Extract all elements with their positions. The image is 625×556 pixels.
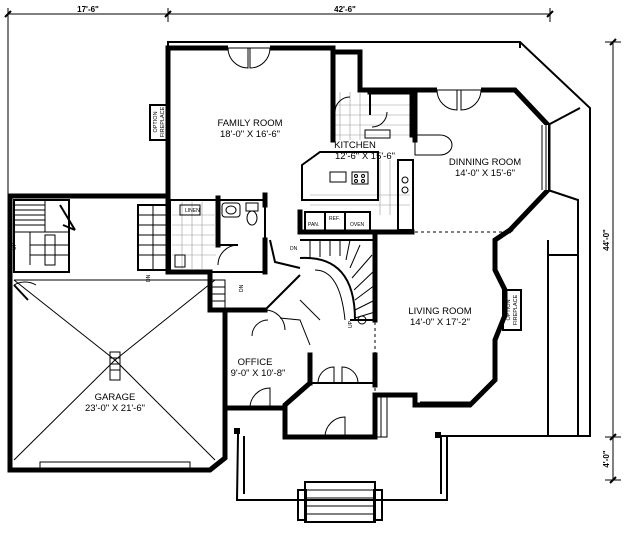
dimension-porch-depth: 4'-0" bbox=[602, 450, 611, 467]
family-room: OPTION FIREPLACE FAMILY ROOM 18'-0" X 16… bbox=[149, 44, 283, 141]
living-fireplace-option-2: FIREPLACE bbox=[513, 294, 519, 325]
kitchen: PAN. REF. OVEN KITCHEN 12'-6" X 15'-6" bbox=[297, 89, 453, 235]
basement-stair: DN bbox=[137, 204, 226, 309]
living-room: OPTION FIREPLACE LIVING ROOM 14'-0" X 17… bbox=[372, 229, 522, 403]
top-dimension: 17'-6" 42'-6" bbox=[4, 5, 554, 22]
linen-label: LINEN bbox=[185, 208, 200, 214]
sink-icon bbox=[221, 202, 241, 218]
dimension-depth: 44'-0" bbox=[602, 229, 611, 251]
garage-stair: UP bbox=[12, 199, 76, 273]
kitchen-island bbox=[301, 151, 379, 201]
office-size: 9'-0" X 10'-8" bbox=[231, 368, 286, 379]
family-room-label: FAMILY ROOM bbox=[217, 118, 282, 129]
office: OFFICE 9'-0" X 10'-8" bbox=[231, 319, 286, 409]
toilet-tank-icon bbox=[245, 202, 259, 212]
dining-room-label: DINNING ROOM bbox=[449, 157, 521, 168]
porch bbox=[167, 41, 591, 523]
family-fireplace bbox=[149, 104, 169, 141]
living-fireplace-option-1: OPTION bbox=[506, 299, 512, 320]
living-room-label: LIVING ROOM bbox=[408, 306, 471, 317]
down-label-main: DN bbox=[290, 246, 298, 252]
dining-room: DINNING ROOM 14'-0" X 15'-6" bbox=[412, 86, 548, 233]
fireplace-option-1: OPTION bbox=[153, 111, 159, 132]
dimension-left-width: 17'-6" bbox=[77, 5, 99, 14]
pantry-label: PAN. bbox=[308, 222, 319, 228]
up-label-main: UP bbox=[348, 320, 354, 328]
dining-room-size: 14'-0" X 15'-6" bbox=[455, 168, 515, 179]
ref-label: REF. bbox=[329, 216, 340, 222]
kitchen-label: KITCHEN bbox=[334, 140, 376, 151]
kitchen-size: 12'-6" X 15'-6" bbox=[335, 151, 395, 162]
down-label-hall: DN bbox=[239, 284, 245, 292]
fireplace-option-2: FIREPLACE bbox=[160, 106, 166, 137]
toilet-bowl-icon bbox=[246, 210, 258, 226]
main-stair: DN UP DN bbox=[239, 239, 376, 328]
garage-label: GARAGE bbox=[95, 392, 136, 403]
interior-walls bbox=[262, 192, 388, 438]
kitchen-sink-icon bbox=[329, 171, 347, 183]
dimension-right-width: 42'-6" bbox=[334, 5, 356, 14]
up-label-garage: UP bbox=[12, 242, 18, 250]
floor-drain bbox=[109, 351, 121, 381]
family-room-size: 18'-0" X 16'-6" bbox=[220, 129, 280, 140]
right-dimension: 44'-0" 4'-0" bbox=[7, 14, 621, 484]
garage: GARAGE 23'-0" X 21'-6" bbox=[13, 279, 216, 473]
office-label: OFFICE bbox=[238, 357, 273, 368]
powder-room: LINEN bbox=[169, 195, 266, 273]
garage-size: 23'-0" X 21'-6" bbox=[85, 403, 145, 414]
kitchen-tile bbox=[310, 92, 415, 215]
front-steps bbox=[304, 481, 376, 523]
living-fireplace bbox=[502, 289, 522, 331]
oven-label: OVEN bbox=[350, 222, 365, 228]
living-room-size: 14'-0" X 17'-2" bbox=[410, 317, 470, 328]
down-label-basement: DN bbox=[146, 274, 152, 282]
